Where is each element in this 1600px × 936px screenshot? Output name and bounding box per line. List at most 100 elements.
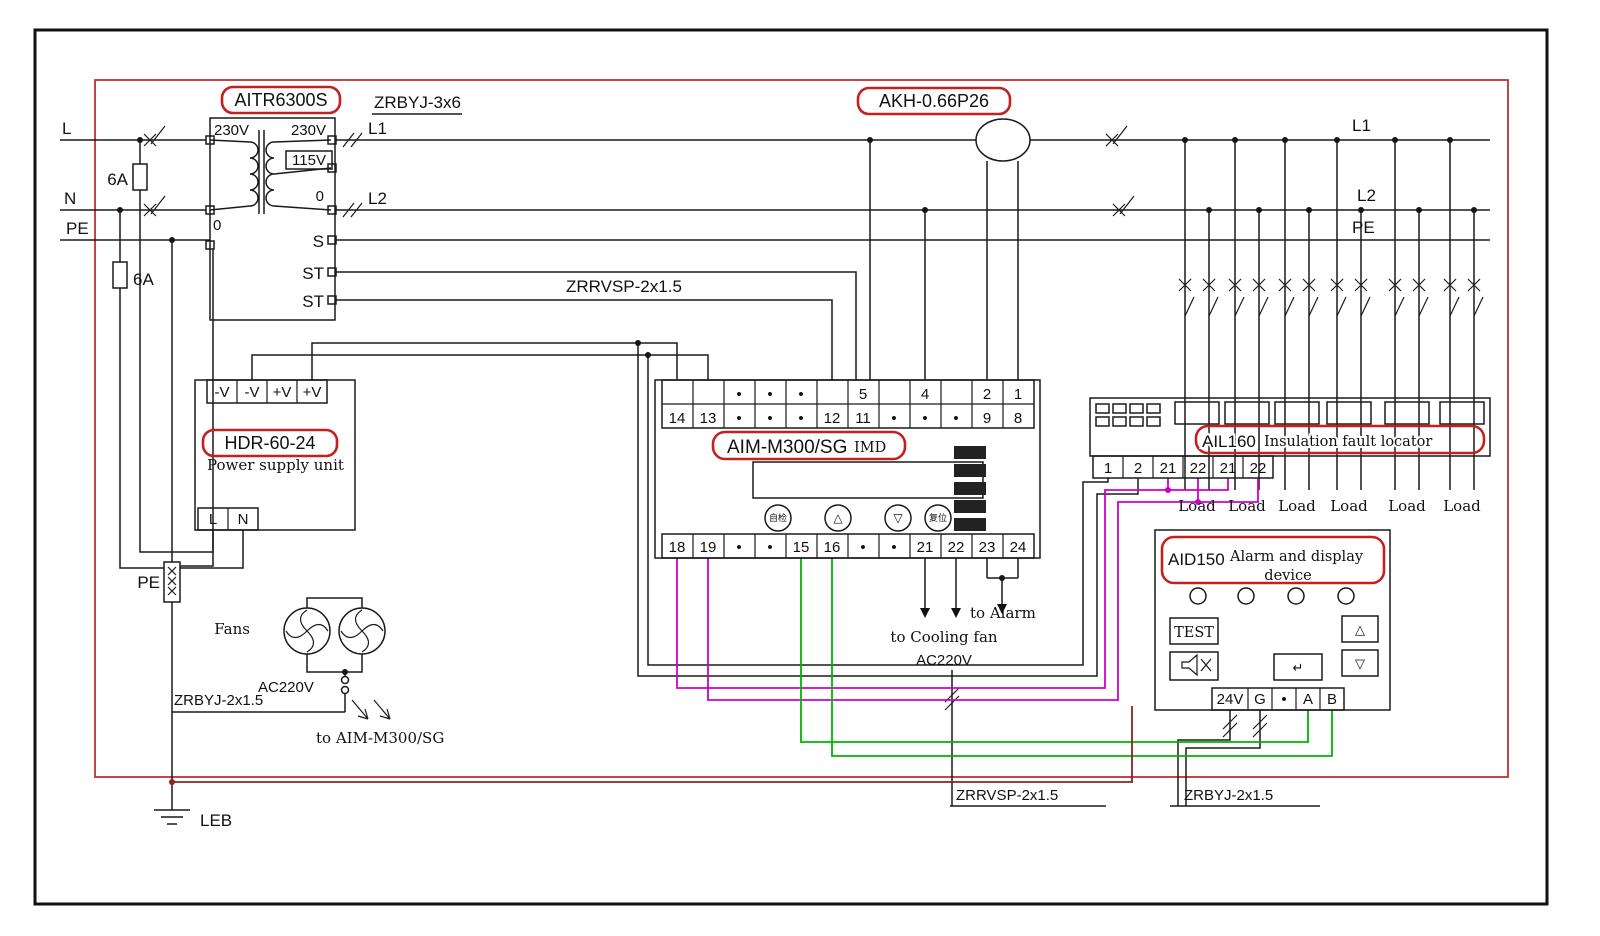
test-button-label: TEST <box>1174 625 1214 641</box>
psu-terminal: -V <box>245 384 260 401</box>
psu-terminal: +V <box>303 384 322 401</box>
aid-down-glyph: ▽ <box>1355 656 1365 671</box>
aid-down-button[interactable] <box>1341 649 1379 677</box>
secondary-terminal-slashes <box>342 132 363 218</box>
fault-locator: 1 2 21 22 21 22 Load Load Load Load Load… <box>1089 397 1491 515</box>
terminal-cell: • <box>798 410 803 427</box>
terminal-cell: 4 <box>921 386 929 403</box>
imd-display <box>752 461 984 499</box>
reset-button[interactable] <box>924 504 952 532</box>
terminal-cell: 24V <box>1217 691 1244 708</box>
load-label: Load <box>1388 497 1426 515</box>
terminal-cell: 1 <box>1104 460 1112 477</box>
terminal-cell: 5 <box>859 386 867 403</box>
fuse-l-label: 6A <box>107 170 128 189</box>
load-labels: Load Load Load Load Load Load <box>1178 497 1481 515</box>
ail-body <box>1089 397 1491 457</box>
self-check-button[interactable] <box>764 504 792 532</box>
terminal-cell: 22 <box>1250 460 1267 477</box>
terminal-cell: • <box>736 386 741 403</box>
fan-blades <box>285 609 384 653</box>
mains-l-label: L <box>62 119 71 138</box>
isolation-transformer: 230V 230V 115V 0 0 S ST ST <box>205 117 337 321</box>
test-button[interactable] <box>1169 617 1219 645</box>
mute-speaker-icon <box>1181 653 1212 677</box>
aid-subtitle-line1: Alarm and display <box>1229 549 1364 565</box>
terminal-cell: 2 <box>983 386 991 403</box>
terminal-cell: • <box>798 386 803 403</box>
panel-enclosure-outline <box>94 79 1509 778</box>
to-alarm-label: to Alarm <box>970 604 1036 622</box>
pe-block-body <box>163 561 181 603</box>
transformer-body <box>209 117 336 321</box>
leb-label: LEB <box>200 811 232 830</box>
up-button-glyph: △ <box>833 511 843 525</box>
terminal-cell: G <box>1254 691 1266 708</box>
ail-residual-cts <box>1174 401 1485 425</box>
load-label: Load <box>1443 497 1481 515</box>
aid-tag: AID150 <box>1168 550 1225 569</box>
secondary-115v-label: 115V <box>292 152 326 169</box>
ct-tag: AKH-0.66P26 <box>879 91 989 111</box>
fan-cable-label: ZRBYJ-2x1.5 <box>174 692 263 709</box>
wiring-black <box>60 113 1490 825</box>
terminal-cell: 9 <box>983 410 991 427</box>
to-imd-arrows <box>351 699 391 720</box>
cable-break-marks <box>944 687 1268 738</box>
to-imd-label: to AIM-M300/SG <box>316 729 444 747</box>
psu-top-strip-dividers <box>236 380 298 403</box>
imd-bottom-strip-grid <box>692 534 1004 558</box>
fans-label: Fans <box>214 620 250 638</box>
aid-up-glyph: △ <box>1355 622 1365 637</box>
terminal-cell: 22 <box>948 539 965 556</box>
load-label: Load <box>1278 497 1316 515</box>
transformer-connectors <box>209 130 332 214</box>
right-l2-label: L2 <box>1357 186 1376 205</box>
leb-ground-symbol <box>154 809 190 825</box>
up-button[interactable] <box>824 504 852 532</box>
fuse-l-symbol <box>132 163 148 191</box>
terminal-cell: 21 <box>1220 460 1237 477</box>
terminal-cell: 24 <box>1010 539 1027 556</box>
mute-button[interactable] <box>1169 651 1219 681</box>
fuse-n-symbol <box>112 261 128 289</box>
primary-0-label: 0 <box>213 217 221 234</box>
current-transformer <box>975 118 1031 162</box>
secondary-l1-label: L1 <box>368 119 387 138</box>
transformer-tag-box <box>220 85 342 115</box>
aid-up-button[interactable] <box>1341 615 1379 643</box>
enter-button-glyph: ↵ <box>1293 660 1304 675</box>
terminal-cell: 15 <box>793 539 810 556</box>
psu-terminal-n: N <box>238 511 249 528</box>
imd-tag-suffix: IMD <box>854 440 886 456</box>
enter-button[interactable] <box>1273 653 1323 681</box>
secondary-l2-label: L2 <box>368 189 387 208</box>
terminal-cell: • <box>736 539 741 556</box>
load-label: Load <box>1330 497 1368 515</box>
terminal-cell: 12 <box>824 410 841 427</box>
ail-tag: AIL160 <box>1202 432 1256 451</box>
115v-terminal-box <box>285 150 333 170</box>
imd-top-upper-terminals: • • • 5 4 2 1 <box>736 386 1022 403</box>
annotations: L N PE L1 L2 ZRBYJ-3x6 ZRRVSP-2x1.5 L1 L… <box>62 93 1376 804</box>
secondary-cable-label: ZRBYJ-3x6 <box>374 93 461 112</box>
terminal-cell: • <box>767 386 772 403</box>
terminal-cell: 11 <box>855 410 871 427</box>
locator-bus-magenta <box>676 478 1259 701</box>
psu-24v-feeds <box>251 342 1139 677</box>
terminal-cell: A <box>1303 691 1313 708</box>
terminal-cell: • <box>860 539 865 556</box>
primary-winding <box>249 141 259 207</box>
terminal-cell: 1 <box>1014 386 1022 403</box>
imd-buttons: 自检 △ ▽ 复位 <box>764 504 952 532</box>
outer-border <box>33 28 1549 906</box>
down-button[interactable] <box>884 504 912 532</box>
terminal-cell: • <box>891 410 896 427</box>
aid-tag-box <box>1160 535 1386 585</box>
psu-terminal: +V <box>273 384 292 401</box>
terminal-cell: 22 <box>1190 460 1207 477</box>
load-label: Load <box>1228 497 1266 515</box>
ail-indicators <box>1095 403 1161 427</box>
pe-block-marks <box>167 566 177 596</box>
